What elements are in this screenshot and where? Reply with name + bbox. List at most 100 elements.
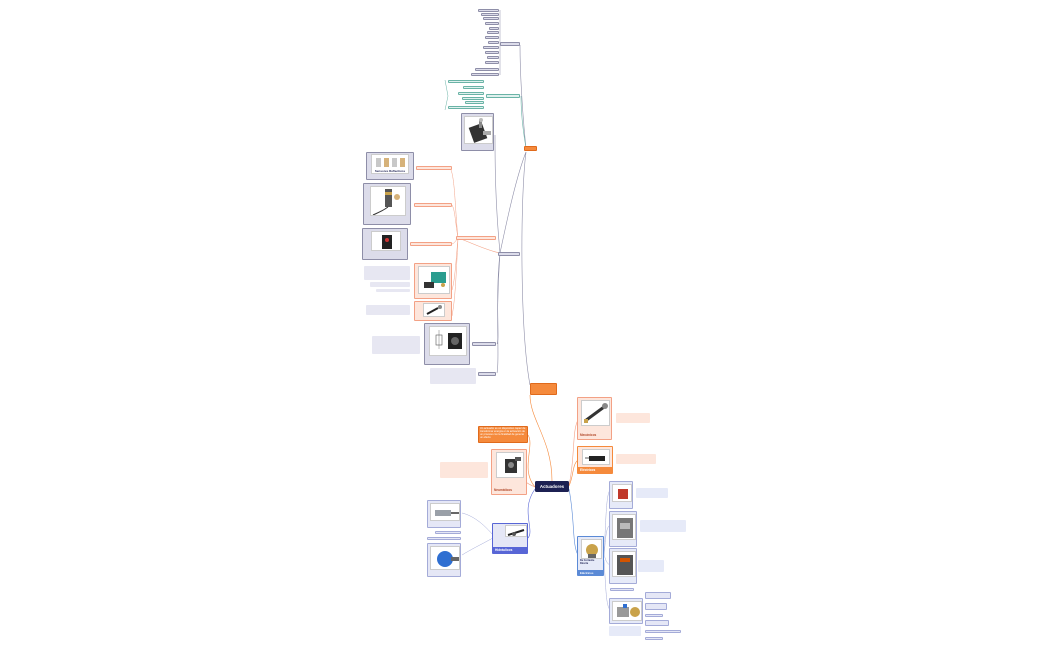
electricos-note (616, 454, 656, 464)
magnetic-note (366, 305, 410, 315)
column-a-item[interactable] (487, 31, 499, 34)
reflective-sensors-image: Sensores Reflectivos (371, 154, 409, 174)
joystick-hub[interactable] (472, 342, 496, 346)
column-a-item[interactable] (471, 73, 499, 76)
motor-image (430, 546, 460, 570)
hydraulic-cylinder-card[interactable] (427, 500, 461, 528)
photoelectric-sensor-card[interactable] (362, 228, 408, 260)
limit-switch-image (464, 116, 493, 144)
joystick-image (429, 326, 467, 356)
peach-hub[interactable] (456, 236, 496, 240)
capacitive-sensor-image (418, 266, 450, 294)
magnetic-sensor-image (423, 303, 445, 317)
electricos-label: Eléctricos (580, 468, 596, 472)
hidraulicos-card[interactable]: Hidráulicos (492, 523, 528, 554)
electricos-card[interactable]: Eléctricos (577, 446, 613, 474)
column-a-hub[interactable] (500, 42, 520, 46)
cylinder-image (430, 503, 460, 521)
column-a-item[interactable] (483, 17, 499, 20)
mid-orange-node[interactable] (530, 383, 557, 395)
joystick-card[interactable] (424, 323, 470, 365)
teal-item[interactable] (448, 106, 484, 109)
column-a-item[interactable] (487, 56, 499, 59)
mecanicos-note (616, 413, 650, 423)
inductive-sensor-image (370, 186, 406, 216)
dc-bottom-item[interactable] (645, 620, 669, 626)
dc-bottom-item[interactable] (645, 630, 681, 633)
column-a-item[interactable] (485, 61, 499, 64)
column-a-item[interactable] (481, 13, 499, 16)
dc-bottom-item[interactable] (645, 603, 667, 610)
definition-node[interactable]: Un actuador es un dispositivo capaz de t… (478, 426, 528, 443)
teal-item[interactable] (465, 101, 484, 104)
column-a-item[interactable] (485, 36, 499, 39)
peach-item[interactable] (414, 203, 452, 207)
mecanicos-label: Mecánicos (580, 433, 597, 437)
breaker-card[interactable] (609, 548, 637, 584)
magnetic-sensor-card[interactable] (414, 301, 452, 321)
dc-bottom-item[interactable] (645, 637, 663, 640)
neumaticos-label: Neumáticos (494, 488, 513, 492)
dc-motor-image (581, 539, 602, 559)
column-a-item[interactable] (483, 46, 499, 49)
capacitive-note (370, 282, 410, 287)
column-a-item[interactable] (485, 51, 499, 54)
relay-note (636, 488, 668, 498)
capacitive-note (376, 289, 410, 292)
breaker-note (638, 560, 664, 572)
photoelectric-sensor-image (371, 231, 401, 251)
teal-hub[interactable] (486, 94, 520, 98)
relay-image (612, 484, 632, 502)
bottom-hub[interactable] (478, 372, 496, 376)
dc-card[interactable]: De Corriente Directa Eléctricos (577, 536, 604, 576)
neumaticos-card[interactable]: Neumáticos (491, 449, 527, 495)
dc-title: De Corriente Directa (580, 559, 595, 565)
dc-band (578, 570, 603, 575)
reflective-sensor-card[interactable]: Sensores Reflectivos (366, 152, 414, 180)
top-photo-card[interactable] (461, 113, 494, 151)
assembly-note (609, 626, 641, 636)
sensor-hub[interactable] (498, 252, 520, 256)
teal-item[interactable] (463, 86, 484, 89)
peach-item[interactable] (410, 242, 452, 246)
breaker-image (612, 551, 636, 577)
relay-card[interactable] (609, 481, 633, 509)
root-node[interactable]: Actuadores (535, 481, 569, 492)
column-a-item[interactable] (475, 68, 499, 71)
contactor-image (612, 514, 636, 540)
sensores-orange-node[interactable] (524, 146, 537, 151)
pneumatic-image (496, 452, 524, 478)
bottom-note (430, 368, 476, 384)
capacitive-sensor-card[interactable] (414, 263, 452, 299)
electric-image (582, 449, 610, 465)
hidraulicos-label: Hidráulicos (495, 548, 513, 552)
mechanical-image (581, 400, 610, 426)
contactor-card[interactable] (609, 511, 637, 547)
dc-bottom-item[interactable] (645, 592, 671, 599)
capacitive-note (364, 266, 410, 280)
teal-item[interactable] (458, 92, 484, 95)
hydraulic-item[interactable] (427, 537, 461, 540)
column-a-item[interactable] (488, 41, 499, 44)
hydraulic-item[interactable] (435, 531, 461, 534)
inductive-sensor-card[interactable] (363, 183, 411, 225)
dc-bottom-item[interactable] (645, 614, 663, 617)
hidraulicos-band (493, 547, 527, 553)
column-a-item[interactable] (478, 9, 499, 12)
joystick-note (372, 336, 420, 354)
mecanicos-card[interactable]: Mecánicos (577, 397, 612, 440)
teal-item[interactable] (462, 97, 484, 100)
column-a-item[interactable] (489, 27, 499, 30)
peach-item[interactable] (416, 166, 452, 170)
motor-assembly-card[interactable] (609, 598, 643, 624)
contactor-note (640, 520, 686, 532)
neumaticos-note (440, 462, 488, 478)
dc-item[interactable] (610, 588, 634, 591)
reflective-title: Sensores Reflectivos (374, 169, 406, 173)
assembly-image (612, 601, 642, 621)
hydraulic-motor-card[interactable] (427, 543, 461, 577)
column-a-item[interactable] (485, 22, 499, 25)
teal-item[interactable] (448, 80, 484, 83)
